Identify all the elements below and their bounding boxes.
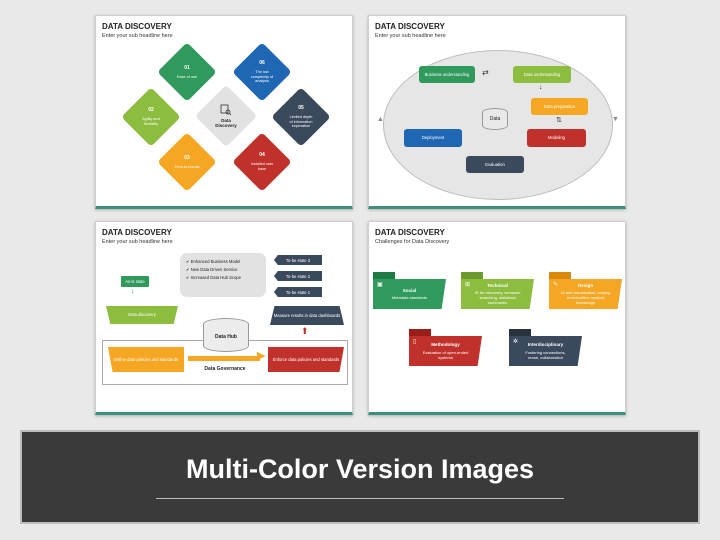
pencil-icon: ✎	[553, 282, 559, 288]
tobe-state-2: To-be state 2	[274, 271, 322, 281]
slide-title: DATA DISCOVERY	[102, 22, 172, 31]
step-data-understanding: Data understanding	[513, 66, 571, 83]
card-title: Design	[577, 282, 594, 288]
outcome-item: Enhanced Business Model	[190, 259, 241, 264]
step-deployment: Deployment	[404, 129, 462, 147]
item-text: Limited depth of information exploration	[289, 115, 313, 129]
check-icon: ✔	[186, 259, 190, 264]
data-cylinder	[482, 108, 508, 130]
outcomes-panel: ✔ Enhanced Business Model ✔ New Data Dri…	[180, 253, 266, 297]
challenge-card-social: ▣ Social Metadata standards	[373, 272, 446, 311]
down-arrow-icon: ↓	[539, 84, 543, 91]
item-text: Ease of use	[176, 74, 198, 79]
check-icon: ✔	[186, 267, 190, 272]
slide-1-thumbnail[interactable]: DATA DISCOVERY Enter your sub headline h…	[95, 15, 353, 209]
item-text: Agility and flexibility	[142, 117, 160, 126]
card-title: Interdisciplinary	[527, 342, 564, 348]
slide-2-thumbnail[interactable]: DATA DISCOVERY Enter your sub headline h…	[368, 15, 626, 209]
slide-subtitle: Enter your sub headline here	[102, 239, 173, 245]
slide-3-thumbnail[interactable]: DATA DISCOVERY Enter your sub headline h…	[95, 221, 353, 415]
governance-arrow-icon: ▶	[257, 350, 266, 362]
phone-icon: ▯	[413, 339, 417, 345]
data-label: Data	[489, 116, 501, 122]
card-text: UI and visualization, varying technical/…	[560, 290, 611, 306]
slide-title: DATA DISCOVERY	[102, 228, 172, 237]
governance-arrow-shaft	[188, 356, 260, 361]
banner-underline	[156, 498, 564, 499]
card-text: Metadata standards	[391, 295, 428, 301]
network-icon: ⊞	[465, 282, 471, 288]
tobe-state-1: To-be state 1	[274, 287, 322, 297]
cycle-ellipse	[383, 50, 613, 200]
item-text: Installed user base	[250, 162, 274, 171]
step-business-understanding: Business understanding	[419, 66, 475, 83]
tobe-state-3: To-be state 3	[274, 255, 322, 265]
challenge-card-methodology: ▯ Methodology Evaluation of open-ended s…	[409, 329, 482, 368]
down-arrow-icon: ↓	[131, 288, 135, 295]
monitor-icon: ▣	[377, 282, 383, 288]
enforce-policies-step: Enforce data policies and standards	[268, 347, 344, 372]
governance-label: Data Governance	[204, 366, 246, 372]
challenge-card-design: ✎ Design UI and visualization, varying t…	[549, 272, 622, 311]
card-text: Fostering connections, reuse, collaborat…	[525, 349, 566, 360]
slide-4-thumbnail[interactable]: DATA DISCOVERY Challenges for Data Disco…	[368, 221, 626, 415]
item-number: 06	[259, 60, 265, 67]
banner-title: Multi-Color Version Images	[185, 454, 535, 484]
item-text: The low complexity of analysis	[250, 70, 274, 84]
define-policies-step: Define data policies and standards	[108, 347, 184, 372]
item-number: 02	[148, 107, 154, 114]
card-title: Social	[402, 287, 417, 293]
cycle-arrow-left-icon: ▲	[377, 116, 384, 123]
item-number: 03	[184, 154, 190, 161]
up-arrow-icon: ⬆	[301, 326, 309, 336]
slide-subtitle: Enter your sub headline here	[102, 33, 173, 39]
outcome-item: New Data Driven Service	[190, 267, 238, 272]
card-text: Evaluation of open-ended systems	[422, 349, 469, 360]
card-title: Technical	[487, 282, 508, 288]
step-evaluation: Evaluation	[466, 156, 524, 173]
item-text: Time-to-results	[174, 164, 200, 169]
item-number: 05	[298, 105, 304, 112]
step-modeling: Modeling	[527, 129, 586, 147]
item-number: 01	[184, 64, 190, 71]
center-label: Data Discovery	[215, 117, 237, 128]
step-data-preparation: Data preparation	[531, 98, 588, 115]
measure-results-step: Measure results in data dashboards	[270, 306, 344, 325]
card-title: Methodology	[431, 342, 460, 348]
slide-title: DATA DISCOVERY	[375, 22, 445, 31]
data-search-icon	[220, 104, 232, 115]
item-number: 04	[259, 152, 265, 159]
as-is-state: As-is state	[121, 276, 149, 287]
swap-arrow-icon: ⇄	[482, 68, 489, 77]
slide-subtitle: Challenges for Data Discovery	[375, 239, 450, 245]
data-hub-label: Data Hub	[215, 334, 237, 340]
challenge-card-interdisciplinary: ✲ Interdisciplinary Fostering connection…	[509, 329, 582, 368]
updown-arrow-icon: ⇅	[556, 117, 562, 124]
slide-subtitle: Enter your sub headline here	[375, 33, 446, 39]
banner: Multi-Color Version Images	[20, 430, 700, 524]
challenge-card-technical: ⊞ Technical IR for discovery, semantic s…	[461, 272, 534, 311]
data-hub-cylinder	[203, 318, 249, 352]
outcome-item: Increased Data Hub Scope	[190, 275, 241, 280]
gears-icon: ✲	[513, 339, 519, 345]
cycle-arrow-right-icon: ▼	[612, 116, 619, 123]
slide-title: DATA DISCOVERY	[375, 228, 445, 237]
check-icon: ✔	[186, 275, 190, 280]
data-discovery-step: Data discovery	[106, 306, 178, 324]
card-text: IR for discovery, semantic searching, st…	[474, 290, 521, 306]
